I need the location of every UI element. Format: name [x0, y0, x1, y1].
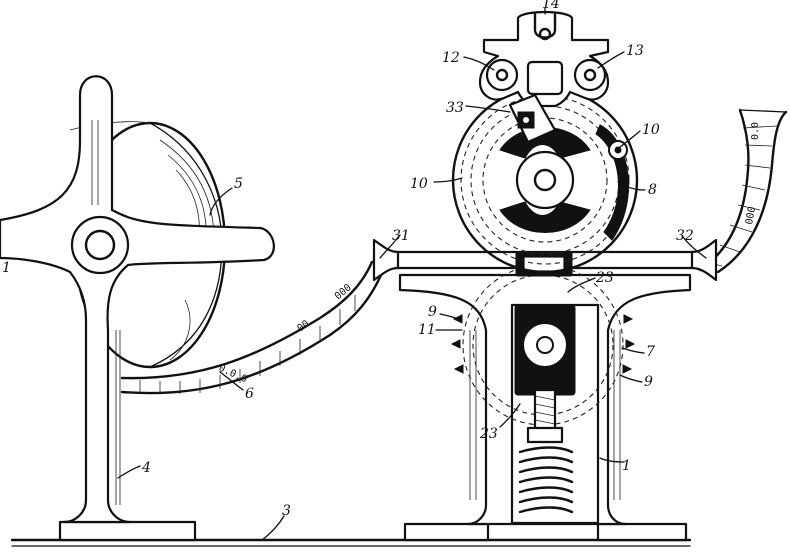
- numeral-23-upper: 23: [595, 270, 614, 286]
- left-tape-mark-1: 000: [333, 282, 354, 302]
- numeral-10-right: 10: [642, 122, 660, 138]
- numeral-23-lower: 23: [479, 426, 498, 442]
- numeral-9-upper: 9: [428, 304, 437, 320]
- tape-left: [120, 260, 386, 395]
- numeral-3: 3: [282, 503, 291, 519]
- reference-numerals: 1 1 3 4 5 6 7 8 9 9 10 10 11 12 13 14 23…: [2, 0, 694, 519]
- numeral-9-lower: 9: [644, 374, 653, 390]
- numeral-14: 14: [542, 0, 560, 12]
- leader-lines: [117, 7, 707, 541]
- numeral-11: 11: [418, 322, 436, 338]
- numeral-1-right: 1: [622, 458, 631, 474]
- numeral-12: 12: [442, 50, 460, 66]
- numeral-7: 7: [646, 344, 655, 360]
- numeral-8: 8: [648, 182, 657, 198]
- left-stand: [0, 75, 275, 524]
- right-tape-mark-1: 000: [744, 206, 758, 226]
- numeral-32: 32: [676, 228, 694, 244]
- numeral-4: 4: [141, 460, 151, 476]
- numeral-5: 5: [234, 176, 243, 192]
- lower-bearing: [514, 304, 576, 396]
- numeral-10-left: 10: [410, 176, 428, 192]
- head-plate: [478, 10, 610, 108]
- right-tape-mark-2: 0.0: [750, 122, 761, 140]
- numeral-31: 31: [392, 228, 410, 244]
- base-plate: [10, 520, 692, 547]
- numeral-13: 13: [626, 43, 644, 59]
- pawl-33: [508, 93, 557, 144]
- numeral-33: 33: [446, 100, 464, 116]
- spring-screw: [518, 388, 574, 514]
- numeral-6: 6: [245, 386, 254, 402]
- numeral-1-left: 1: [2, 260, 11, 276]
